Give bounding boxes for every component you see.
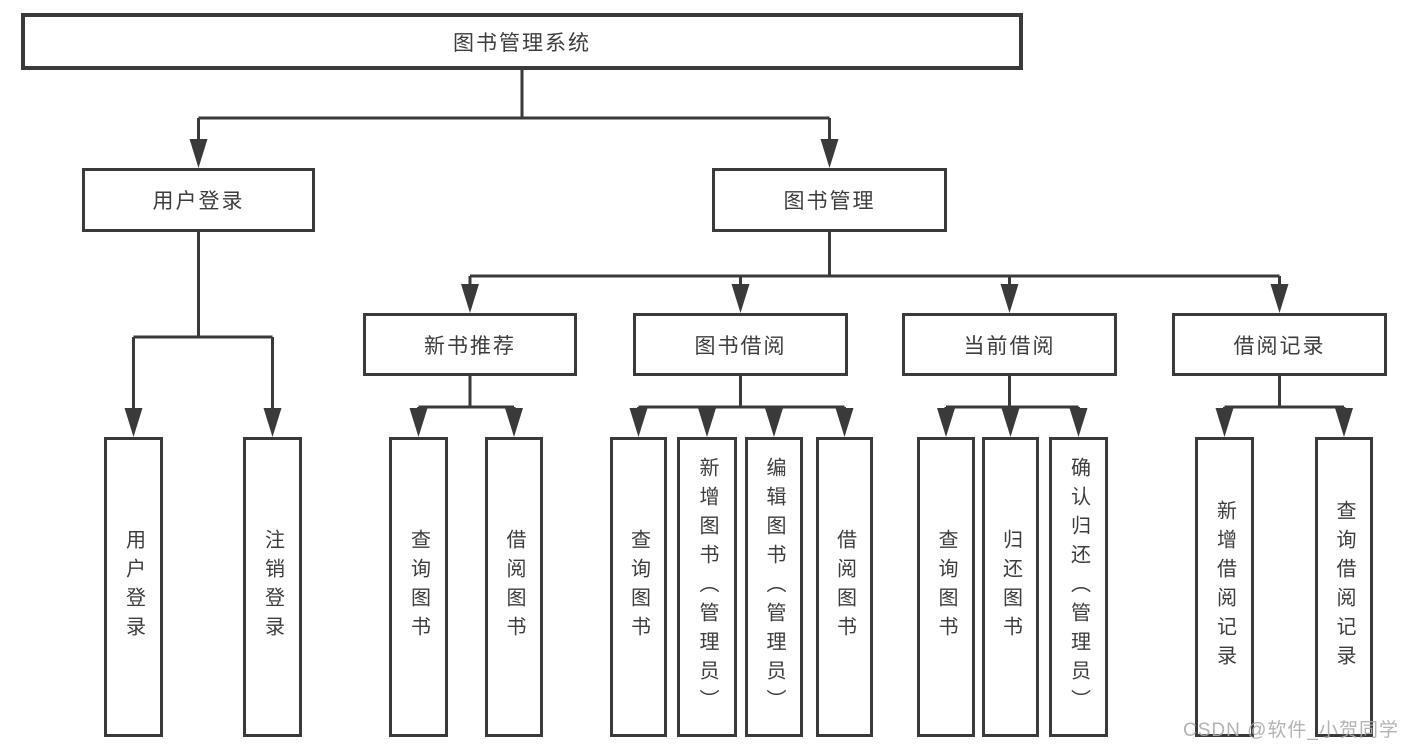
leaf-borrow-book-2: 借阅图书 (816, 437, 873, 737)
connector-login-group (132, 232, 274, 412)
leaf-logout: 注销登录 (243, 437, 302, 737)
leaf-query-book-1: 查询图书 (389, 437, 448, 737)
arrowhead (263, 408, 282, 437)
arrowhead (820, 139, 839, 168)
arrowhead (731, 284, 750, 313)
leaf-add-borrow-record: 新增借阅记录 (1195, 437, 1254, 737)
leaf-edit-book-admin: 编辑图书（管理员） (745, 437, 803, 737)
watermark: CSDN @软件_小贺同学 (1183, 720, 1399, 741)
node-new-book-recommend: 新书推荐 (363, 313, 577, 376)
arrowhead (505, 408, 523, 437)
leaf-confirm-return-admin: 确认归还（管理员） (1049, 437, 1108, 737)
connector-record-group (1223, 376, 1346, 412)
arrowhead (937, 408, 955, 437)
arrowhead (1335, 408, 1353, 437)
node-book-management: 图书管理 (712, 168, 947, 232)
node-book-borrow: 图书借阅 (633, 313, 848, 376)
arrowhead (1069, 408, 1088, 437)
leaf-query-borrow-record: 查询借阅记录 (1315, 437, 1373, 737)
leaf-user-login: 用户登录 (104, 437, 163, 737)
connector-current-group (944, 376, 1080, 412)
leaf-query-book-3: 查询图书 (917, 437, 975, 737)
arrowhead (409, 408, 428, 437)
arrowhead (1215, 408, 1234, 437)
node-library-system: 图书管理系统 (21, 13, 1023, 70)
arrowhead (629, 408, 648, 437)
arrowhead (1000, 284, 1019, 313)
leaf-add-book-admin: 新增图书（管理员） (677, 437, 737, 737)
node-borrow-record: 借阅记录 (1172, 313, 1387, 376)
connector-newbook-group (417, 376, 516, 412)
arrowhead (124, 408, 143, 437)
arrowhead (1270, 284, 1289, 313)
arrowhead (835, 408, 854, 437)
arrowhead (765, 408, 783, 437)
leaf-borrow-book-1: 借阅图书 (485, 437, 543, 737)
arrowhead (189, 139, 208, 168)
arrowhead (1001, 408, 1020, 437)
connector-management-group (468, 232, 1281, 286)
node-current-borrow: 当前借阅 (902, 313, 1117, 376)
connector-borrow-group (637, 376, 846, 412)
leaf-query-book-2: 查询图书 (610, 437, 667, 737)
connector-root (197, 70, 831, 140)
arrowhead (461, 284, 479, 313)
leaf-return-book: 归还图书 (982, 437, 1039, 737)
arrowhead (698, 408, 716, 437)
node-user-login: 用户登录 (82, 168, 315, 232)
